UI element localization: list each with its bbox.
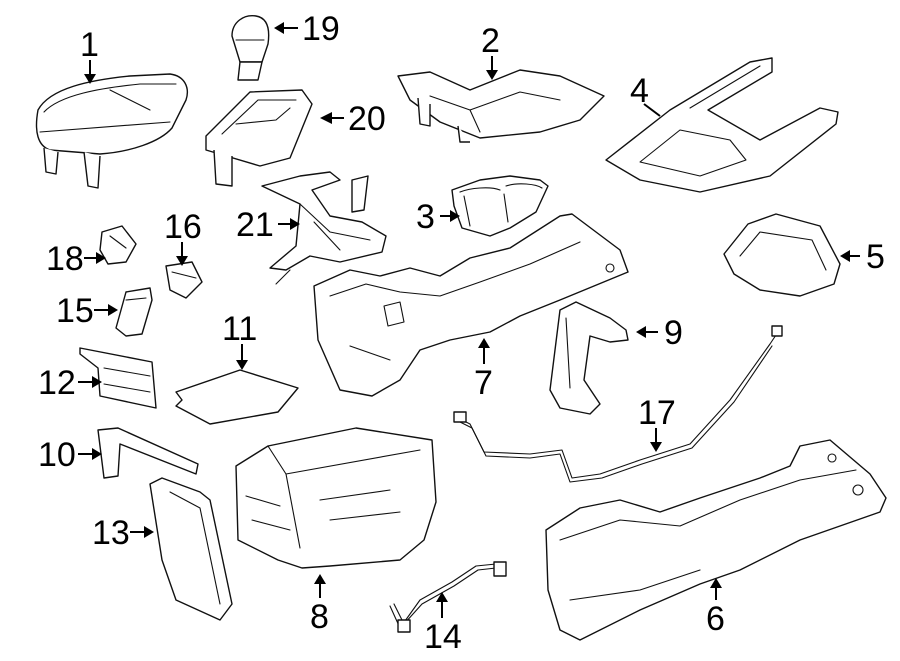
part-12-panel	[79, 347, 157, 409]
callout-21: 21	[236, 206, 274, 244]
part-19-shift-knob	[231, 15, 270, 81]
callout-10: 10	[38, 436, 76, 474]
part-6-lower-console	[545, 439, 887, 641]
part-15-retainer	[115, 287, 153, 337]
leader-lines	[78, 22, 860, 618]
callout-19: 19	[302, 10, 340, 48]
part-16-bracket	[165, 261, 203, 299]
callout-18: 18	[46, 240, 84, 278]
callout-15: 15	[56, 292, 94, 330]
callout-2: 2	[481, 22, 500, 60]
callout-1: 1	[80, 26, 99, 64]
callout-labels: 1 2 3 4 5 6 7 8 9 10 11 12 13 14 15 16 1…	[38, 10, 885, 656]
callout-9: 9	[664, 314, 683, 352]
part-9-bracket	[549, 301, 629, 415]
part-13-side-trim	[149, 477, 233, 621]
callout-3: 3	[416, 198, 435, 236]
callout-20: 20	[348, 100, 386, 138]
callout-6: 6	[706, 600, 725, 638]
part-17-wiring	[453, 325, 783, 483]
part-1-armrest-lid	[35, 73, 188, 189]
part-2-console-tray	[397, 69, 605, 143]
callout-12: 12	[38, 364, 76, 402]
callout-8: 8	[310, 598, 329, 636]
callout-17: 17	[638, 394, 676, 432]
part-8-storage-box	[235, 427, 437, 569]
part-10-strip	[97, 427, 199, 479]
callout-13: 13	[92, 514, 130, 552]
part-3-cup-holder	[451, 175, 549, 237]
callout-11: 11	[222, 310, 257, 348]
callout-14: 14	[424, 618, 462, 656]
part-21-shifter-mechanism	[261, 171, 387, 285]
callout-16: 16	[164, 208, 202, 246]
part-11-mat	[175, 369, 299, 425]
part-20-shifter-bezel	[205, 89, 313, 187]
part-14-harness	[389, 561, 507, 633]
part-5-storage-bin	[723, 213, 841, 297]
callout-4: 4	[630, 72, 649, 110]
part-18-clip	[99, 225, 137, 265]
part-7-console-side	[313, 213, 629, 397]
callout-5: 5	[866, 238, 885, 276]
callout-7: 7	[474, 364, 493, 402]
part-4-console-panel	[605, 57, 839, 193]
